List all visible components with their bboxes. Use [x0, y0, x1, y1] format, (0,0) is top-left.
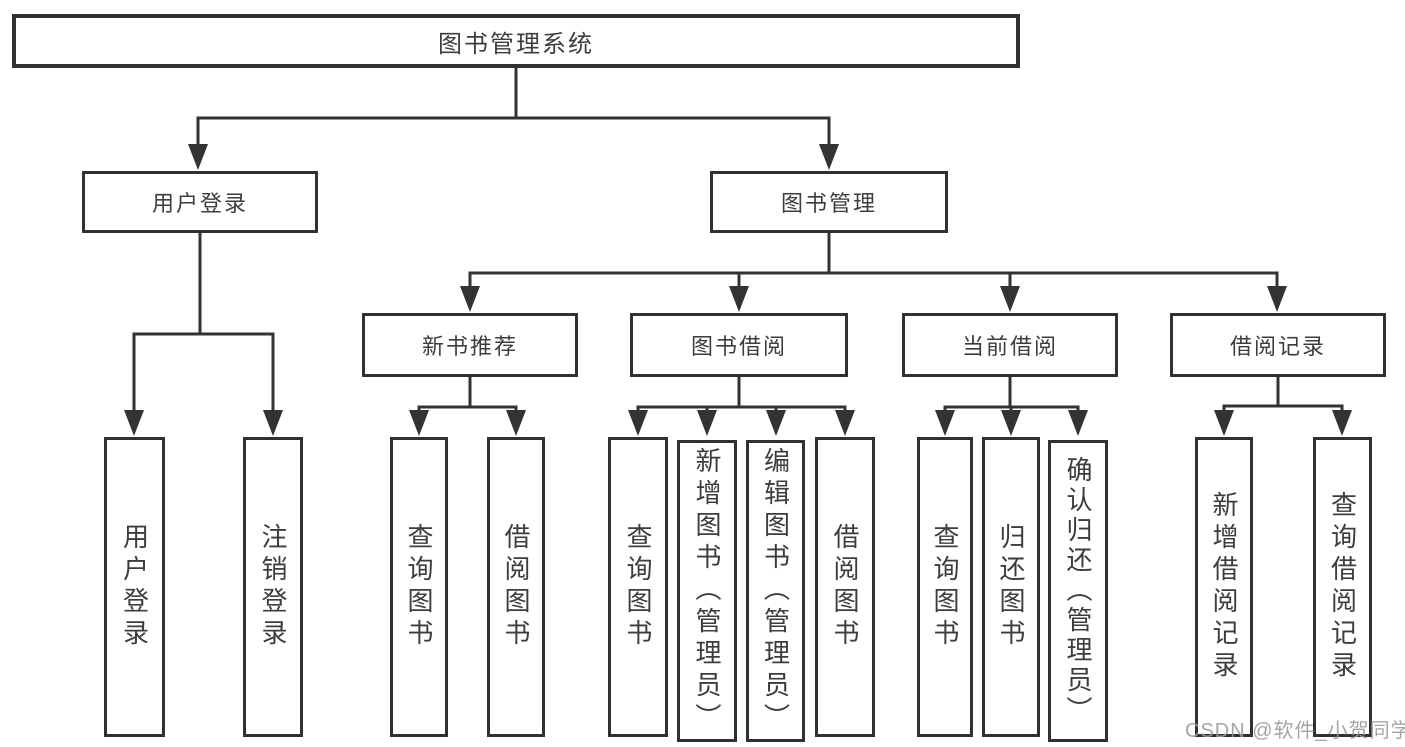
leaf-edit-book-admin-label: 编辑图书（管理员）: [760, 447, 791, 735]
node-book-mgmt: 图书管理: [710, 171, 948, 233]
leaf-query-borrow-record: 查询借阅记录: [1313, 437, 1372, 737]
arrowhead-icon: [1332, 410, 1352, 436]
leaf-logout-label: 注销登录: [258, 523, 288, 651]
arrowhead-icon: [409, 410, 429, 436]
connector-book-borrow-to-leaves: [628, 377, 855, 436]
node-user-login-label: 用户登录: [151, 191, 248, 216]
leaf-user-login-label: 用户登录: [119, 523, 150, 651]
node-root-label: 图书管理系统: [438, 30, 594, 58]
connector-line: [132, 332, 275, 412]
connector-root-to-level2: [188, 68, 839, 170]
leaf-rec-borrow-books-label: 借阅图书: [501, 523, 531, 651]
arrowhead-icon: [124, 410, 144, 436]
leaf-return-books-label: 归还图书: [996, 523, 1026, 651]
node-book-borrow: 图书借阅: [630, 313, 848, 377]
leaf-add-borrow-record-label: 新增借阅记录: [1209, 491, 1239, 683]
leaf-return-books: 归还图书: [982, 437, 1040, 737]
leaf-add-book-admin-label: 新增图书（管理员）: [692, 447, 722, 735]
node-borrow-records-label: 借阅记录: [1229, 334, 1326, 359]
arrowhead-icon: [1001, 410, 1021, 436]
leaf-add-book-admin: 新增图书（管理员）: [677, 440, 737, 742]
arrowhead-icon: [628, 410, 648, 436]
connector-new-book-rec-to-leaves: [409, 377, 526, 436]
arrowhead-icon: [1068, 410, 1088, 436]
connector-book-mgmt-to-level3: [460, 233, 1287, 312]
node-root: 图书管理系统: [12, 14, 1020, 68]
leaf-borrow-books-label: 借阅图书: [830, 523, 860, 651]
arrowhead-icon: [697, 410, 717, 436]
leaf-confirm-return-admin-label: 确认归还（管理员）: [1063, 456, 1093, 726]
leaf-user-login: 用户登录: [104, 437, 165, 737]
leaf-query-borrow-record-label: 查询借阅记录: [1327, 491, 1358, 683]
connector-line: [196, 116, 831, 144]
node-new-book-rec: 新书推荐: [362, 313, 578, 377]
arrowhead-icon: [506, 410, 526, 436]
node-borrow-records: 借阅记录: [1170, 313, 1386, 377]
leaf-logout: 注销登录: [243, 437, 303, 737]
connector-user-login-to-leaves: [124, 233, 283, 436]
arrowhead-icon: [766, 410, 786, 436]
connector-current-borrow-to-leaves: [935, 377, 1088, 436]
arrowhead-icon: [835, 410, 855, 436]
leaf-borrow-query-books: 查询图书: [608, 437, 668, 737]
node-new-book-rec-label: 新书推荐: [421, 334, 518, 359]
node-current-borrow-label: 当前借阅: [961, 334, 1058, 359]
connector-line: [468, 271, 1279, 288]
leaf-borrow-books: 借阅图书: [815, 437, 875, 737]
node-current-borrow: 当前借阅: [902, 313, 1118, 377]
node-book-borrow-label: 图书借阅: [690, 334, 787, 359]
arrowhead-icon: [460, 286, 480, 312]
arrowhead-icon: [729, 286, 749, 312]
connector-borrow-records-to-leaves: [1214, 377, 1352, 436]
arrowhead-icon: [188, 144, 208, 170]
arrowhead-icon: [263, 410, 283, 436]
leaf-rec-borrow-books: 借阅图书: [487, 437, 545, 737]
leaf-rec-query-books-label: 查询图书: [404, 523, 434, 651]
arrowhead-icon: [1267, 286, 1287, 312]
node-user-login: 用户登录: [82, 171, 318, 233]
leaf-add-borrow-record: 新增借阅记录: [1195, 437, 1253, 737]
connector-line: [1222, 404, 1344, 412]
arrowhead-icon: [1000, 286, 1020, 312]
leaf-borrow-query-books-label: 查询图书: [623, 523, 653, 651]
arrowhead-icon: [819, 144, 839, 170]
leaf-rec-query-books: 查询图书: [390, 437, 448, 737]
node-book-mgmt-label: 图书管理: [780, 191, 877, 216]
leaf-current-query-books-label: 查询图书: [930, 523, 960, 651]
connector-line: [636, 405, 847, 413]
arrowhead-icon: [1214, 410, 1234, 436]
leaf-edit-book-admin: 编辑图书（管理员）: [746, 440, 805, 742]
arrowhead-icon: [935, 410, 955, 436]
leaf-confirm-return-admin: 确认归还（管理员）: [1048, 440, 1108, 742]
csdn-watermark: CSDN @软件_小贺同学: [1185, 720, 1405, 742]
connector-line: [417, 405, 518, 413]
leaf-current-query-books: 查询图书: [917, 437, 973, 737]
